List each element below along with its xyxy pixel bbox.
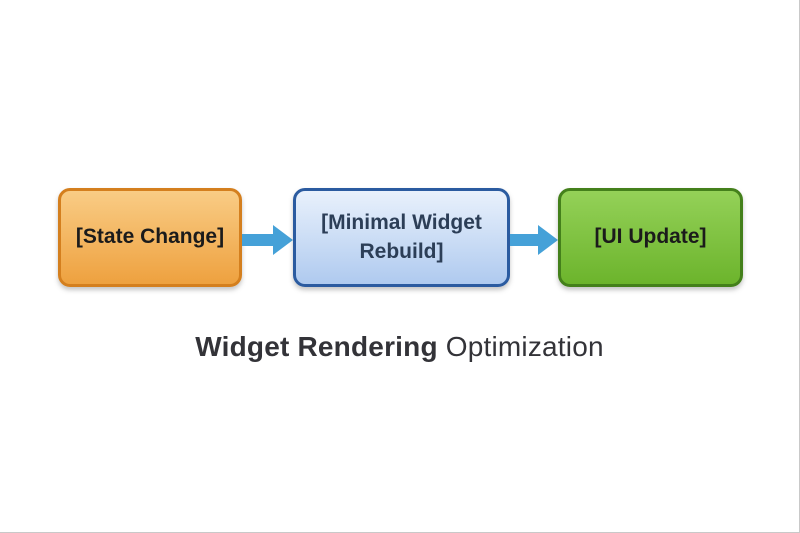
node-ui-update-label: [UI Update] [594,225,707,249]
arrow-shape [242,225,293,255]
caption-regular-text: Optimization [445,331,604,362]
flow-arrow-icon [242,225,293,255]
diagram-caption: Widget Rendering Optimization [0,331,799,363]
node-minimal-widget-rebuild: [Minimal Widget Rebuild] [293,188,510,287]
caption-bold-text: Widget Rendering [195,331,438,362]
node-state-change-label: [State Change] [75,225,225,249]
flow-arrow-icon [510,225,558,255]
arrow-shape [510,225,558,255]
node-minimal-widget-rebuild-label: [Minimal Widget Rebuild] [321,211,482,263]
node-ui-update: [UI Update] [558,188,743,287]
node-state-change: [State Change] [58,188,242,287]
